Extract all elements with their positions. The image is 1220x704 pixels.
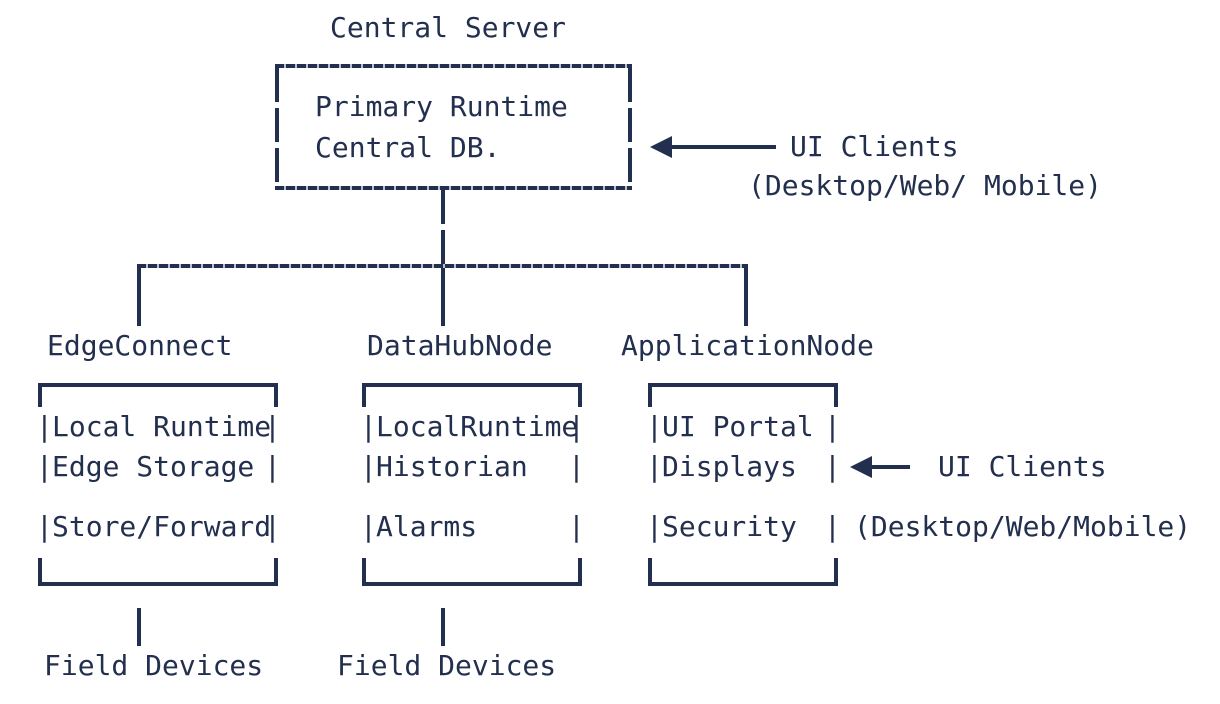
edgeconnect-row-3-right-pipe: | (264, 510, 281, 543)
central-box-right-border (628, 68, 632, 186)
applicationnode-row-2-right-pipe: | (824, 450, 841, 483)
applicationnode-ui-clients-arrow-icon (850, 456, 910, 478)
arrow-shaft (664, 145, 776, 149)
edgeconnect-child-label: Field Devices (44, 649, 264, 682)
central-line-2: Central DB. (315, 131, 501, 164)
central-annotation-line-2: (Desktop/Web/ Mobile) (748, 169, 1103, 202)
edgeconnect-row-1-right-pipe: | (264, 410, 281, 443)
applicationnode-box-left-corner-bottom (648, 558, 652, 584)
datahubnode-row-3-text: Alarms (376, 510, 478, 543)
edgeconnect-row-1-text: Local Runtime (52, 410, 272, 443)
edgeconnect-box-top-border (38, 383, 278, 387)
datahubnode-box-left-corner-bottom (362, 558, 366, 584)
edgeconnect-row-2-left-pipe: | (36, 450, 53, 483)
applicationnode-row-2-text: Displays (662, 450, 797, 483)
datahubnode-row-3-left-pipe: | (360, 510, 377, 543)
datahubnode-child-connector (441, 608, 445, 646)
connector-drop-applicationnode (744, 268, 748, 326)
edgeconnect-row-3-text: Store/Forward (52, 510, 272, 543)
applicationnode-box-left-corner-top (648, 383, 652, 407)
edgeconnect-box-right-corner-top (274, 383, 278, 407)
connector-bus (137, 264, 748, 268)
connector-drop-edgeconnect (137, 268, 141, 326)
applicationnode-row-2-left-pipe: | (646, 450, 663, 483)
arrowhead-icon (850, 456, 872, 478)
applicationnode-row-3-right-pipe: | (824, 510, 841, 543)
datahubnode-box-right-corner-top (578, 383, 582, 407)
edgeconnect-row-3-left-pipe: | (36, 510, 53, 543)
applicationnode-box-right-corner-top (834, 383, 838, 407)
datahubnode-row-3-right-pipe: | (568, 510, 585, 543)
node-label-edgeconnect: EdgeConnect (47, 329, 233, 362)
edgeconnect-box-left-corner-top (38, 383, 42, 407)
node-label-datahubnode: DataHubNode (367, 329, 553, 362)
applicationnode-box-bottom-border (648, 582, 838, 586)
datahubnode-row-2-left-pipe: | (360, 450, 377, 483)
central-box-left-border (275, 68, 279, 186)
applicationnode-annotation-line-1: UI Clients (938, 450, 1107, 483)
applicationnode-row-1-right-pipe: | (824, 410, 841, 443)
connector-drop-datahubnode (441, 268, 445, 326)
datahubnode-row-1-text: LocalRuntime (376, 410, 579, 443)
datahubnode-box-right-corner-bottom (578, 558, 582, 584)
datahubnode-row-2-text: Historian (376, 450, 528, 483)
datahubnode-child-label: Field Devices (337, 649, 557, 682)
datahubnode-box-left-corner-top (362, 383, 366, 407)
edgeconnect-row-2-right-pipe: | (264, 450, 281, 483)
arrowhead-icon (650, 136, 672, 158)
applicationnode-row-1-text: UI Portal (662, 410, 814, 443)
edgeconnect-box-bottom-border (38, 582, 278, 586)
datahubnode-row-1-right-pipe: | (568, 410, 585, 443)
datahubnode-box-top-border (362, 383, 582, 387)
central-annotation-line-1: UI Clients (790, 130, 959, 163)
edgeconnect-child-connector (137, 608, 141, 646)
datahubnode-box-bottom-border (362, 582, 582, 586)
central-line-1: Primary Runtime (315, 90, 568, 123)
edgeconnect-row-1-left-pipe: | (36, 410, 53, 443)
connector-trunk (441, 190, 445, 268)
applicationnode-box-top-border (648, 383, 838, 387)
datahubnode-row-1-left-pipe: | (360, 410, 377, 443)
applicationnode-box-right-corner-bottom (834, 558, 838, 584)
edgeconnect-box-left-corner-bottom (38, 558, 42, 584)
central-box-top-border (275, 64, 632, 68)
diagram-title: Central Server (330, 11, 567, 44)
node-label-applicationnode: ApplicationNode (621, 329, 874, 362)
arrow-shaft (864, 465, 910, 469)
applicationnode-row-3-left-pipe: | (646, 510, 663, 543)
ui-clients-arrow-icon (650, 136, 776, 158)
datahubnode-row-2-right-pipe: | (568, 450, 585, 483)
edgeconnect-row-2-text: Edge Storage (52, 450, 255, 483)
edgeconnect-box-right-corner-bottom (274, 558, 278, 584)
applicationnode-row-3-text: Security (662, 510, 797, 543)
applicationnode-row-1-left-pipe: | (646, 410, 663, 443)
applicationnode-annotation-line-2: (Desktop/Web/Mobile) (854, 510, 1192, 543)
central-box-bottom-border (275, 186, 632, 190)
